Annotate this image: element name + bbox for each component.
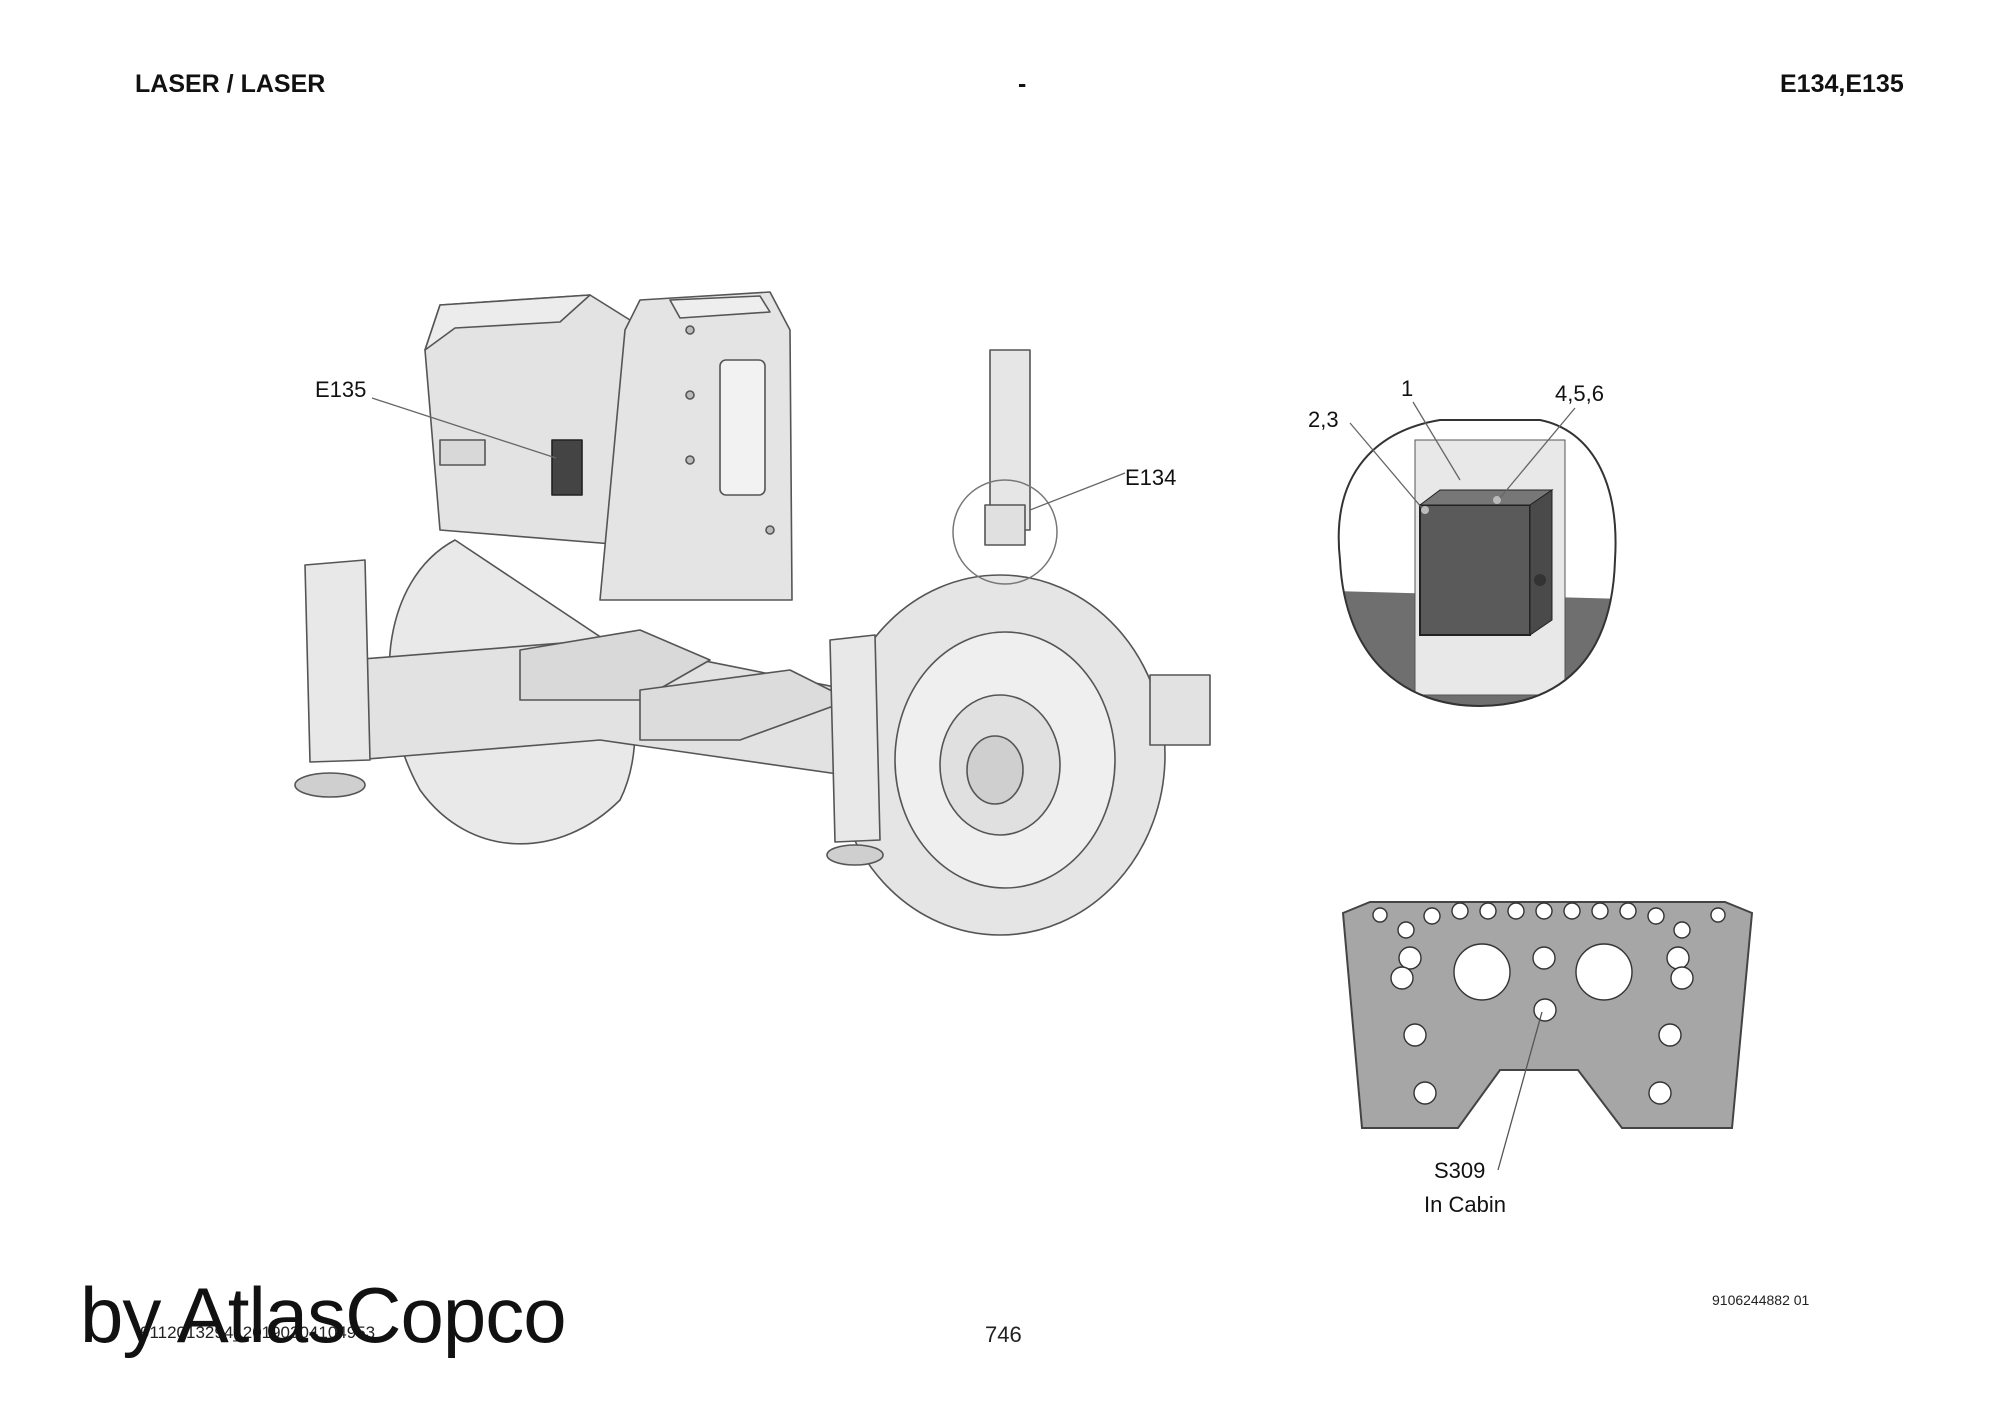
callout-item-1: 1 (1401, 376, 1414, 401)
machine-drawing (294, 291, 1211, 936)
callout-s309: S309 (1434, 1158, 1486, 1183)
detail-view (1337, 401, 1617, 708)
header-left: LASER / LASER (135, 70, 326, 98)
callout-in-cabin: In Cabin (1424, 1192, 1506, 1217)
control-panel-plate (1341, 901, 1754, 1171)
page-number: 746 (985, 1322, 1022, 1347)
callout-e135: E135 (315, 377, 367, 402)
main-leader-lines (371, 397, 1126, 511)
atlascopco-watermark: by AtlasCopco (80, 1271, 567, 1359)
callout-item-4-5-6: 4,5,6 (1555, 381, 1604, 406)
header-center: - (1018, 70, 1027, 98)
callout-e134: E134 (1125, 465, 1177, 490)
header-right: E134,E135 (1780, 70, 1904, 98)
detail-circle (952, 479, 1058, 585)
callout-item-2-3: 2,3 (1308, 407, 1339, 432)
drawing-number: 9106244882 01 (1712, 1292, 1810, 1308)
document-reference: 9112013294_20190304104953 (140, 1323, 376, 1342)
